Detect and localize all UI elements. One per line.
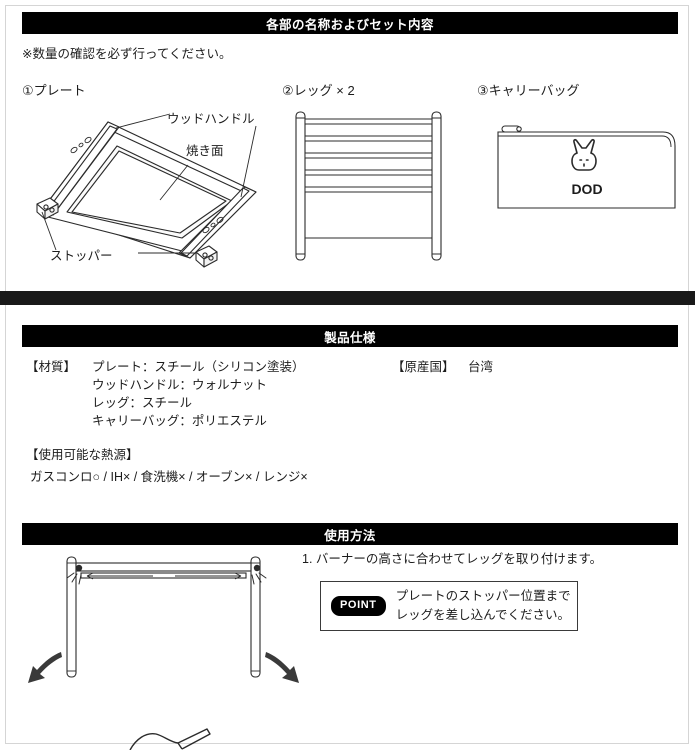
section-header-usage-title: 使用方法 [324,528,376,543]
part-label-plate: ①プレート [22,83,86,98]
section-header-spec-title: 製品仕様 [324,330,376,345]
section-header-usage: 使用方法 [22,523,678,545]
callout-wood-handle: ウッドハンドル [167,112,255,126]
parts-quantity-note: ※数量の確認を必ず行ってください。 [22,47,232,61]
bag-logo-text: DOD [571,181,602,197]
point-badge: POINT [331,596,386,616]
material-line-wood-handle: ウッドハンドル：ウォルナット [92,378,268,392]
section-header-parts: 各部の名称およびセット内容 [22,12,678,34]
material-line-carry-bag: キャリーバッグ：ポリエステル [92,414,267,428]
burner-illustration-partial [129,705,320,750]
callout-stopper: ストッパー [50,249,113,263]
part-label-leg: ②レッグ × 2 [282,83,355,98]
callout-cooking-surface: 焼き面 [186,144,224,158]
leg-frame-icon [292,106,452,266]
griddle-plate-icon [20,100,280,268]
origin-value: 台湾 [468,360,494,374]
origin-heading: 【原産国】 [392,360,455,374]
usage-step-1-text: 1. バーナーの高さに合わせてレッグを取り付けます。 [302,552,603,566]
section-divider-band [0,291,695,305]
point-callout-text: プレートのストッパー位置まで レッグを差し込んでください。 [395,588,571,622]
point-callout-box: POINT プレートのストッパー位置まで レッグを差し込んでください。 [320,581,578,631]
material-heading: 【材質】 [26,360,77,374]
section-header-spec: 製品仕様 [22,325,678,347]
material-line-leg: レッグ：スチール [92,396,193,410]
carry-bag-icon: DOD [495,120,680,220]
heat-source-value: ガスコンロ○ / IH× / 食洗機× / オーブン× / レンジ× [30,470,308,484]
material-line-plate: プレート：スチール（シリコン塗装） [92,360,305,374]
part-label-carry-bag: ③キャリーバッグ [477,83,580,98]
usage-assembly-diagram [25,552,310,727]
heat-source-heading: 【使用可能な熱源】 [26,448,139,462]
section-header-parts-title: 各部の名称およびセット内容 [266,17,434,32]
